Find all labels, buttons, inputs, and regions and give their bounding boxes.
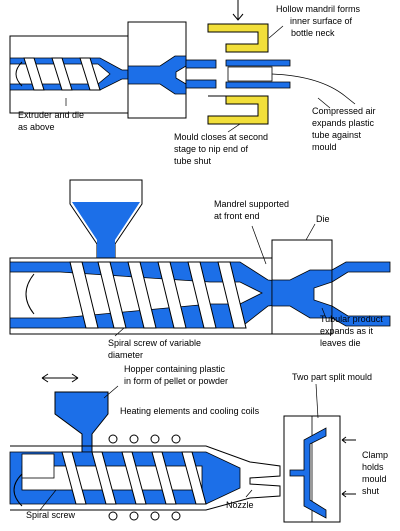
label-die: Die bbox=[316, 214, 330, 224]
mould-bottom-half bbox=[208, 96, 268, 124]
screw-flights bbox=[24, 58, 100, 90]
screw-drive bbox=[22, 454, 54, 478]
leader-mandril bbox=[269, 26, 283, 38]
label-split-mould: Two part split mould bbox=[292, 372, 372, 382]
label-mandril: Hollow mandril forms inner surface of bo… bbox=[276, 4, 363, 38]
label-clamp: Clamp holds mould shut bbox=[362, 450, 391, 496]
double-arrow-icon bbox=[42, 374, 78, 382]
tube-upper bbox=[186, 60, 216, 68]
label-hopper: Hopper containing plastic in form of pel… bbox=[124, 364, 228, 386]
label-nozzle: Nozzle bbox=[226, 500, 254, 510]
air-line bbox=[272, 74, 355, 104]
label-air: Compressed air expands plastic tube agai… bbox=[312, 106, 378, 152]
label-mould: Mould closes at second stage to nip end … bbox=[174, 132, 271, 166]
tubular-product-top bbox=[332, 262, 390, 282]
label-extruder: Extruder and die as above bbox=[18, 110, 87, 132]
leader-split-mould bbox=[316, 384, 318, 418]
label-mandrel: Mandrel supported at front end bbox=[214, 199, 292, 221]
arrow-down-icon bbox=[233, 0, 243, 20]
clamp-arrow-icon bbox=[342, 437, 356, 443]
panel-blow-moulding: Hollow mandril forms inner surface of bo… bbox=[10, 0, 378, 166]
hopper-plastic bbox=[72, 202, 140, 264]
tube-lower bbox=[186, 80, 216, 88]
panel-extrusion: Mandrel supported at front end Die Spira… bbox=[10, 180, 390, 360]
hopper-3 bbox=[55, 392, 108, 452]
mould-top-half bbox=[208, 24, 268, 52]
leader-die bbox=[306, 224, 315, 240]
clamp-arrow-icon-2 bbox=[342, 491, 356, 497]
leader-nozzle bbox=[246, 490, 252, 497]
parison-bottom bbox=[226, 82, 290, 88]
hollow-mandril bbox=[228, 67, 272, 81]
label-spiral: Spiral screw bbox=[26, 510, 76, 520]
label-screw: Spiral screw of variable diameter bbox=[108, 338, 204, 360]
panel-injection-moulding: Hopper containing plastic in form of pel… bbox=[10, 364, 391, 522]
leader-mould bbox=[228, 124, 240, 132]
parison-top bbox=[226, 60, 290, 66]
label-heating: Heating elements and cooling coils bbox=[120, 406, 260, 416]
label-product: Tubular product expands as it leaves die bbox=[320, 314, 385, 348]
